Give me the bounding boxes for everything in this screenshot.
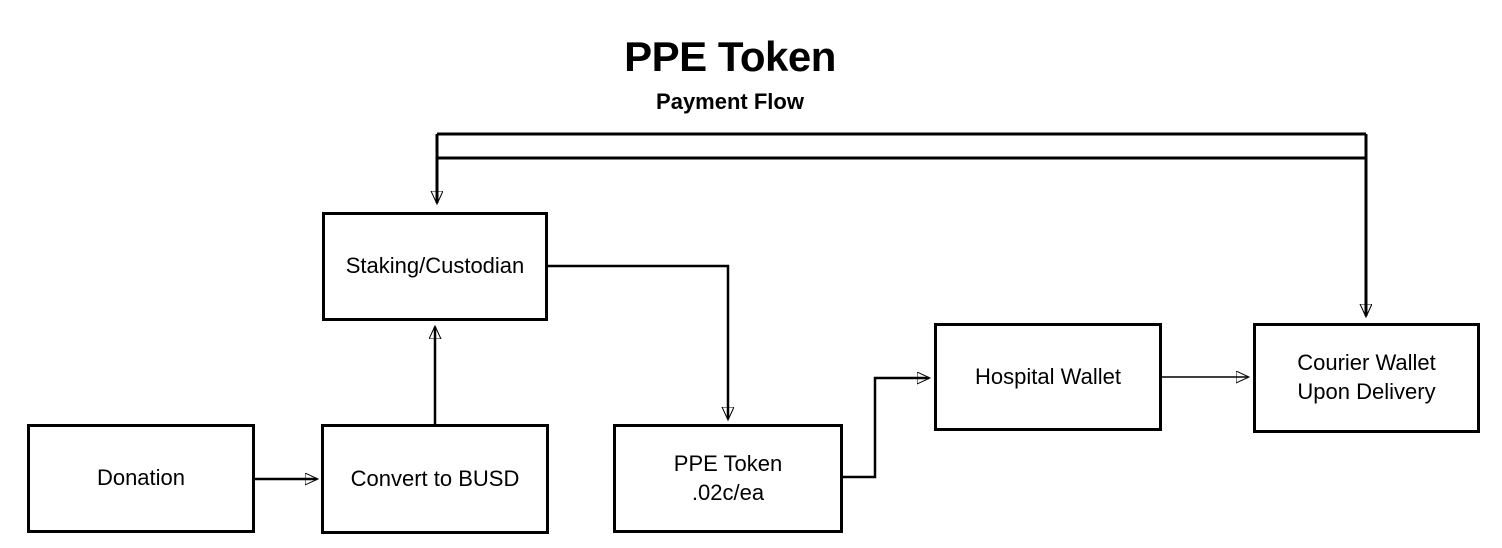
edge-ppe-token-to-hospital — [843, 378, 929, 479]
node-convert-to-busd-label: Convert to BUSD — [350, 465, 520, 491]
node-courier-wallet: Courier Wallet Upon Delivery — [1253, 323, 1480, 433]
node-courier-wallet-label: Courier Wallet Upon Delivery — [1297, 350, 1436, 404]
node-ppe-token: PPE Token .02c/ea — [613, 424, 843, 533]
node-hospital-wallet: Hospital Wallet — [934, 323, 1162, 431]
node-staking-custodian: Staking/Custodian — [322, 212, 548, 321]
node-staking-custodian-label: Staking/Custodian — [345, 253, 525, 279]
edge-staking-to-ppe-token — [548, 264, 728, 419]
node-donation-label: Donation — [96, 465, 186, 491]
node-ppe-token-label: PPE Token .02c/ea — [673, 450, 783, 505]
node-convert-to-busd: Convert to BUSD — [321, 424, 549, 534]
node-donation: Donation — [27, 424, 255, 533]
node-hospital-wallet-label: Hospital Wallet — [975, 363, 1121, 389]
